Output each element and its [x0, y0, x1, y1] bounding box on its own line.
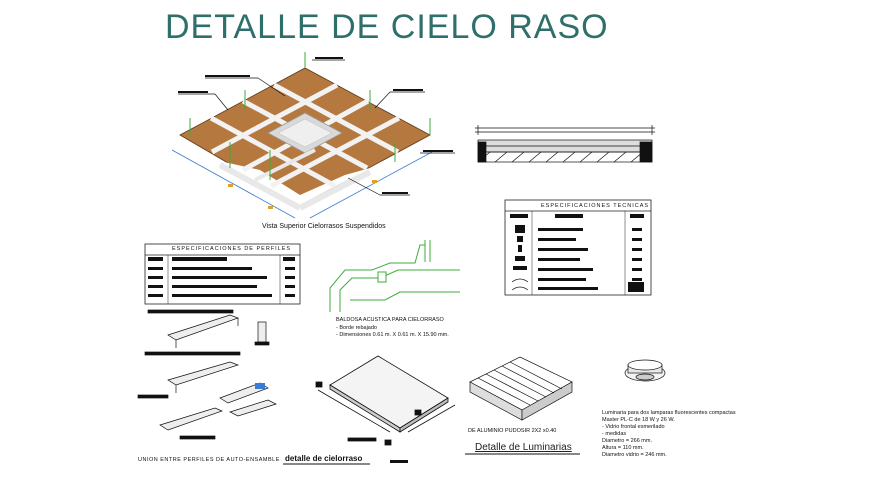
page-title: DETALLE DE CIELO RASO — [165, 8, 609, 46]
union-caption: UNION ENTRE PERFILES DE AUTO-ENSAMBLE — [138, 457, 280, 463]
section-elevation-drawing — [475, 125, 655, 163]
profiles-spec-table — [144, 243, 301, 305]
downlight-spec-6: Altura = 110 mm. — [602, 445, 644, 451]
luminarias-caption: Detalle de Luminarias — [475, 442, 572, 453]
technical-spec-table — [504, 199, 652, 296]
acoustic-tile-spec-1: - Borde rebajado — [336, 325, 377, 331]
acoustic-tile-title: BALDOSA ACUSTICA PARA CIELORRASO — [336, 317, 444, 323]
downlight-spec-2: Master PL-C de 18 W y 26 W. — [602, 417, 675, 423]
technical-table-title: ESPECIFICACIONES TECNICAS — [541, 203, 650, 209]
acoustic-tile-spec-2: - Dimensiones 0.61 m. X 0.61 m. X 15.90 … — [336, 332, 449, 338]
downlight-spec-1: Luminaria para dos lamparas fluorescente… — [602, 410, 736, 416]
louver-luminaire-drawing — [469, 356, 573, 421]
downlight-spec-3: - Vidrio frontal esmerilado — [602, 424, 665, 430]
detalle-cielorraso-caption: detalle de cielorraso — [285, 454, 363, 463]
iso-ceiling-drawing — [171, 52, 455, 219]
profiles-table-title: ESPECIFICACIONES DE PERFILES — [172, 246, 292, 252]
downlight-spec-4: - medidas — [602, 431, 627, 437]
round-downlight-drawing — [624, 359, 666, 382]
acoustic-tile-detail — [329, 240, 460, 312]
downlight-spec-7: Diametro vidrio = 246 mm. — [602, 452, 667, 458]
profile-parts — [137, 309, 277, 440]
detalle-underline — [283, 453, 580, 465]
downlight-spec-5: Diametro = 266 mm. — [602, 438, 652, 444]
louver-caption: DE ALUMINIO PUDOSIR 2X2 x0.40 — [468, 428, 557, 434]
iso-view-caption: Vista Superior Cielorrasos Suspendidos — [262, 223, 386, 230]
ceiling-board-drawing — [315, 355, 456, 446]
